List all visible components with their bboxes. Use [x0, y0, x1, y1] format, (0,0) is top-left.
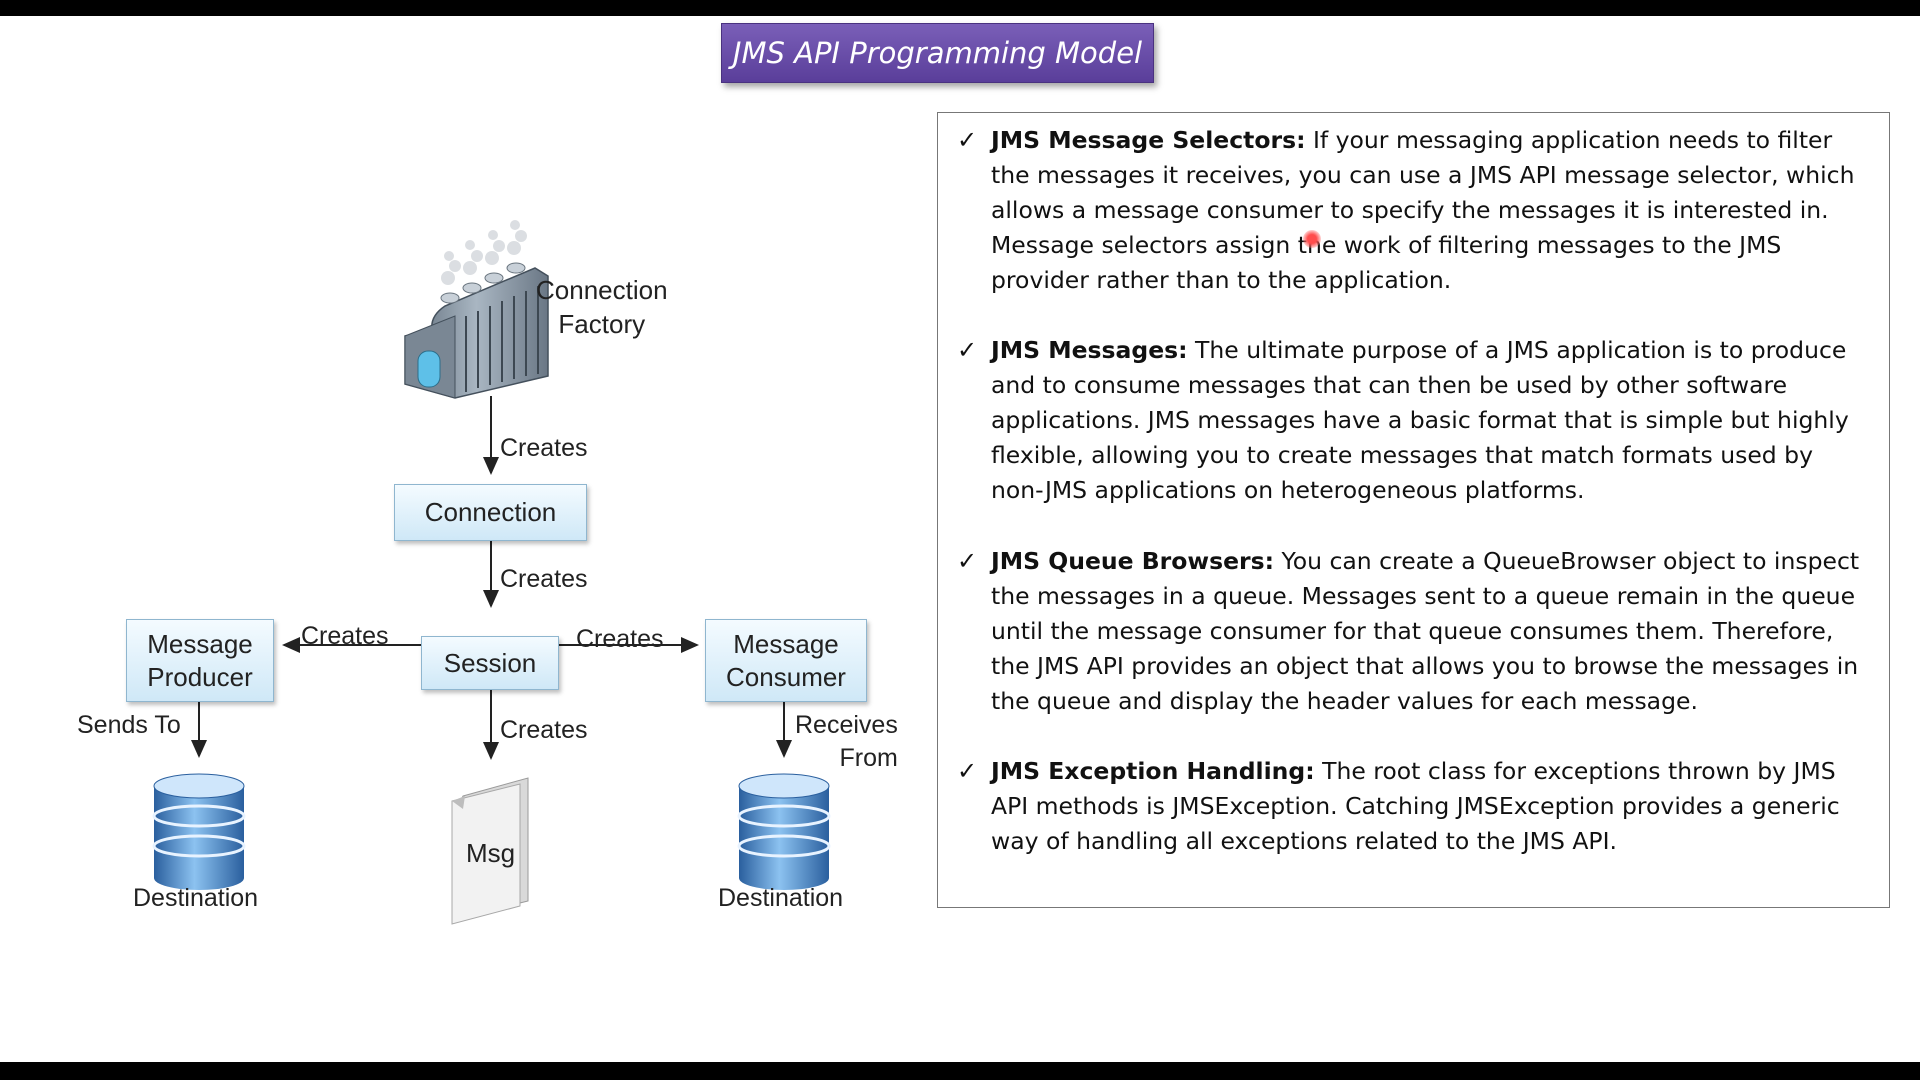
msg-document-icon — [451, 777, 529, 925]
creates-label-msg: Creates — [500, 716, 588, 744]
bullet-heading: JMS Exception Handling: — [991, 757, 1315, 785]
message-consumer-box: Message Consumer — [705, 619, 867, 702]
creates-label-2: Creates — [500, 565, 588, 593]
bullet-text: The root class for exceptions thrown by … — [991, 757, 1840, 855]
creates-label-right: Creates — [576, 625, 664, 653]
creates-label-left: Creates — [301, 622, 389, 650]
slide: JMS API Programming Model — [0, 16, 1920, 1062]
destination-label-left: Destination — [133, 884, 259, 912]
connection-factory-label: Connection Factory — [536, 275, 668, 339]
connection-box: Connection — [394, 484, 587, 541]
bullet-heading: JMS Message Selectors: — [991, 126, 1306, 154]
msg-label: Msg — [466, 838, 516, 868]
database-icon-left — [152, 773, 246, 890]
bullet-text: If your messaging application needs to f… — [991, 126, 1855, 294]
session-box: Session — [421, 636, 559, 690]
slide-title: JMS API Programming Model — [721, 23, 1154, 83]
check-icon: ✓ — [957, 547, 978, 575]
bullet-heading: JMS Messages: — [991, 336, 1188, 364]
database-icon-right — [737, 773, 831, 890]
check-icon: ✓ — [957, 336, 978, 364]
message-producer-box: Message Producer — [126, 619, 274, 702]
pointer-cursor-icon — [1303, 230, 1321, 248]
check-icon: ✓ — [957, 757, 978, 785]
bullet-messages: ✓ JMS Messages: The ultimate purpose of a… — [957, 333, 1871, 508]
jms-diagram: Connection Factory Creates Connection Cr… — [0, 16, 940, 1062]
bullet-heading: JMS Queue Browsers: — [991, 547, 1274, 575]
receives-from-label: Receives From — [795, 711, 898, 772]
check-icon: ✓ — [957, 126, 978, 154]
bullet-exception-handling: ✓ JMS Exception Handling: The root class … — [957, 754, 1871, 859]
bullet-text: You can create a QueueBrowser object to … — [991, 547, 1860, 715]
bullet-queue-browsers: ✓ JMS Queue Browsers: You can create a Qu… — [957, 544, 1871, 719]
destination-label-right: Destination — [718, 884, 844, 912]
creates-label-1: Creates — [500, 434, 588, 462]
bullet-message-selectors: ✓ JMS Message Selectors: If your messagin… — [957, 123, 1871, 298]
bullet-text: The ultimate purpose of a JMS applicatio… — [991, 336, 1849, 504]
text-panel: ✓ JMS Message Selectors: If your messagin… — [937, 112, 1890, 908]
factory-icon — [404, 220, 549, 399]
sends-to-label: Sends To — [77, 711, 181, 739]
